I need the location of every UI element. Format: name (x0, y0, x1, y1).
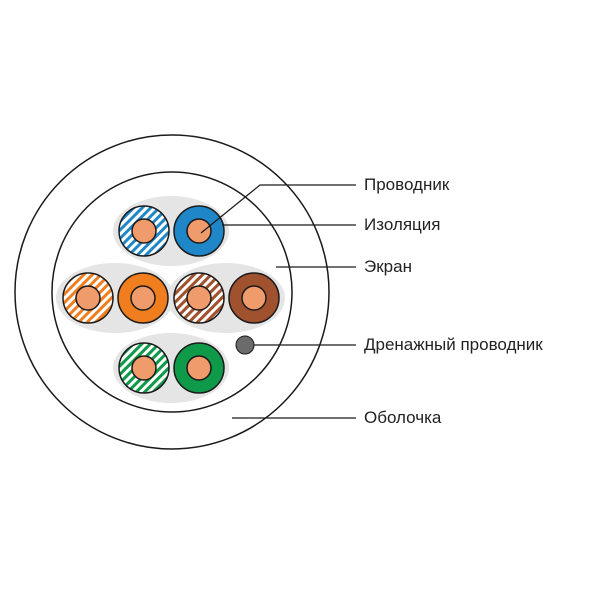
blue-conductor (186, 218, 212, 244)
blue-pair (118, 205, 225, 257)
conductor-leader-line (200, 184, 356, 234)
drain-wire (235, 335, 255, 355)
screen-label: Экран (364, 257, 412, 276)
green-pair (118, 342, 225, 394)
insulation-label: Изоляция (364, 215, 441, 234)
orange-pair (62, 272, 169, 324)
orange-white-conductor (75, 285, 101, 311)
jacket-label: Оболочка (364, 408, 442, 427)
green-conductor (186, 355, 212, 381)
green-white-conductor (131, 355, 157, 381)
drain-wire-label: Дренажный проводник (364, 335, 543, 354)
brown-conductor (241, 285, 267, 311)
brown-white-conductor (186, 285, 212, 311)
blue-white-conductor (131, 218, 157, 244)
brown-pair (173, 272, 280, 324)
orange-conductor (130, 285, 156, 311)
conductor-label: Проводник (364, 175, 450, 194)
